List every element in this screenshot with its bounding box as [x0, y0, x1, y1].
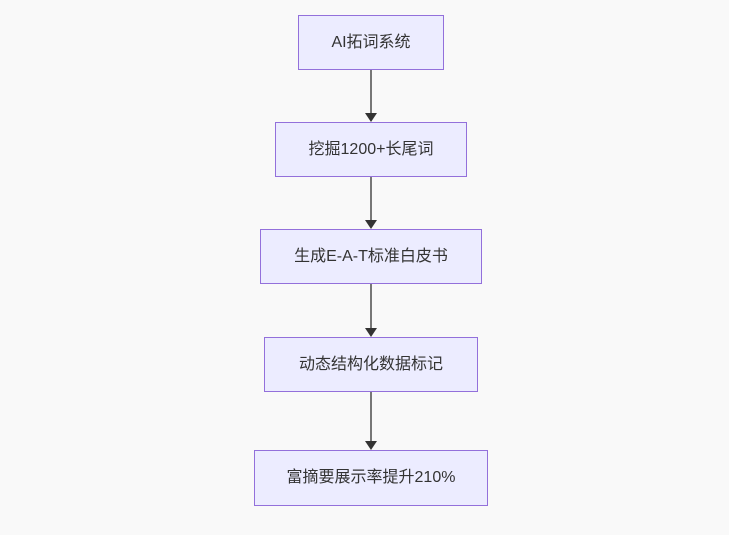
- flow-node-label: 富摘要展示率提升210%: [286, 469, 456, 486]
- arrowhead-down-icon: [365, 220, 377, 229]
- edge-line: [370, 177, 372, 220]
- flow-node-label: 挖掘1200+长尾词: [308, 140, 434, 158]
- flow-node-structured-data-markup: 动态结构化数据标记: [264, 337, 478, 392]
- flow-edge-2: [365, 177, 377, 229]
- flow-edge-3: [365, 284, 377, 337]
- arrowhead-down-icon: [365, 113, 377, 122]
- arrowhead-down-icon: [365, 328, 377, 337]
- flow-node-label: 生成E-A-T标准白皮书: [294, 247, 448, 265]
- flow-node-eat-whitepaper: 生成E-A-T标准白皮书: [260, 229, 482, 284]
- flow-node-longtail-mining: 挖掘1200+长尾词: [275, 122, 467, 177]
- edge-line: [370, 392, 372, 441]
- flow-node-label: AI拓词系统: [331, 33, 411, 51]
- arrowhead-down-icon: [365, 441, 377, 450]
- flow-node-ai-word-expansion: AI拓词系统: [298, 15, 444, 70]
- flow-node-label: 动态结构化数据标记: [298, 355, 443, 373]
- edge-line: [370, 284, 372, 328]
- edge-line: [370, 70, 372, 113]
- flow-node-rich-snippet-result: 富摘要展示率提升210%: [254, 450, 488, 506]
- flow-edge-1: [365, 70, 377, 122]
- flow-edge-4: [365, 392, 377, 450]
